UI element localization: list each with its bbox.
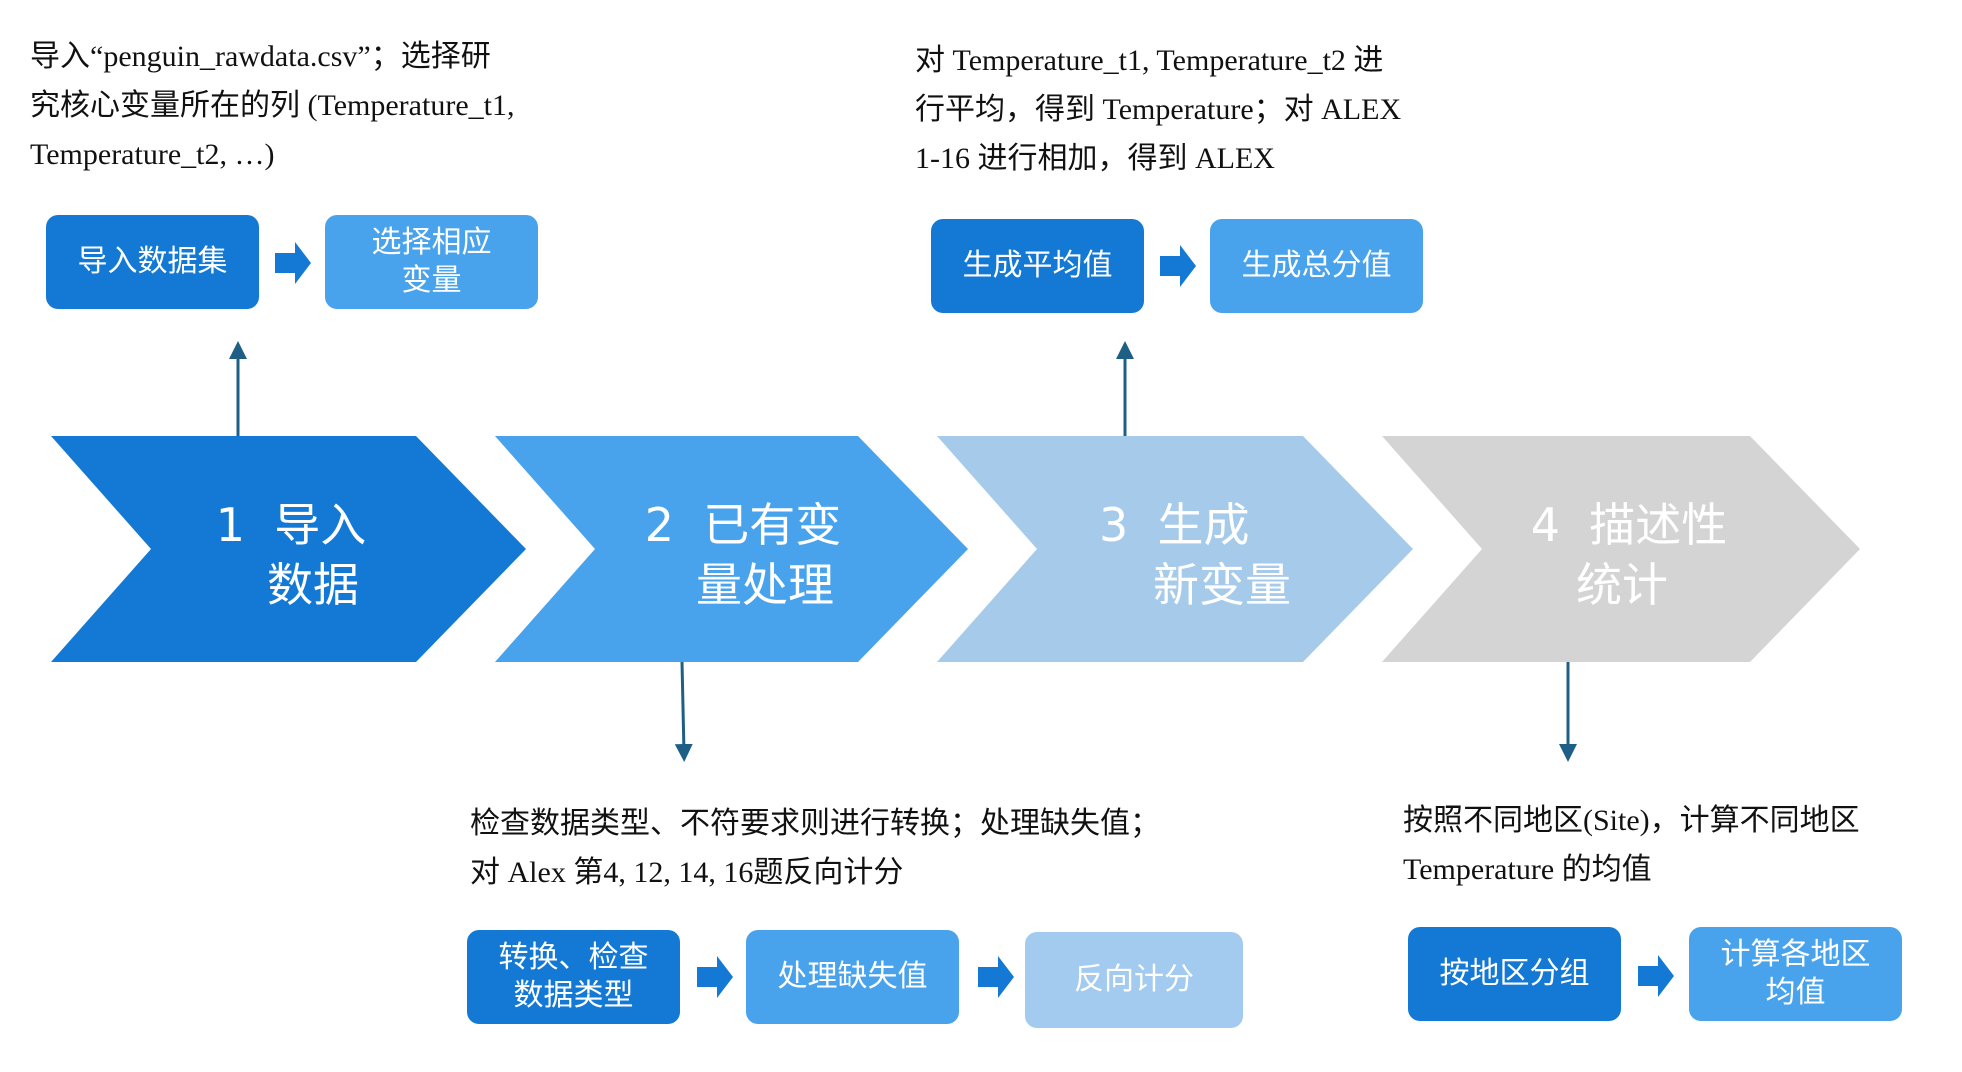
stage-3-step-arrow <box>1160 245 1196 287</box>
stage-2-step-convert-check-types: 转换、检查 数据类型 <box>467 930 680 1024</box>
stage-2-step-arrow-2 <box>978 956 1014 998</box>
step-label: 生成平均值 <box>962 248 1113 283</box>
stage-2-title-line2: 量处理 <box>696 558 834 612</box>
stage-2-title-line1: 已有变 <box>703 498 842 552</box>
step-label: 均值 <box>1765 975 1826 1010</box>
stage-4-step-group-by-site: 按地区分组 <box>1408 927 1621 1021</box>
stage-2-number: 2 <box>644 498 675 552</box>
step-label: 反向计分 <box>1074 962 1194 997</box>
stage-1-title-line2: 数据 <box>267 558 359 612</box>
stage-3-note-line: 1-16 进行相加，得到 ALEX <box>915 142 1275 175</box>
stage-3-title-line2: 新变量 <box>1153 558 1291 612</box>
stage-1-step-arrow <box>275 242 311 284</box>
stage-2-connector-arrow <box>674 661 693 762</box>
stage-4-step-site-means: 计算各地区 均值 <box>1689 927 1902 1021</box>
stage-1-note-line: 导入“penguin_rawdata.csv”；选择研 <box>30 40 491 73</box>
stage-3-chevron <box>937 436 1413 662</box>
stage-2-note: 检查数据类型、不符要求则进行转换；处理缺失值； 对 Alex 第4, 12, 1… <box>470 799 1160 897</box>
stage-2-note-line: 对 Alex 第4, 12, 14, 16题反向计分 <box>470 856 904 889</box>
stage-4-title-line2: 统计 <box>1576 558 1668 612</box>
stage-1-note-line: 究核心变量所在的列 (Temperature_t1, <box>30 89 515 122</box>
step-label: 导入数据集 <box>77 244 228 279</box>
step-label: 生成总分值 <box>1241 248 1392 283</box>
stage-1-note-line: Temperature_t2, …) <box>30 138 275 171</box>
stage-1-chevron <box>51 436 526 662</box>
step-label: 按地区分组 <box>1439 956 1590 991</box>
step-label: 处理缺失值 <box>777 959 928 994</box>
stage-3-note: 对 Temperature_t1, Temperature_t2 进 行平均，得… <box>915 36 1401 183</box>
stage-4-note-line: Temperature 的均值 <box>1403 853 1652 886</box>
stage-4-note-line: 按照不同地区(Site)，计算不同地区 <box>1403 804 1860 837</box>
step-label: 计算各地区 <box>1720 937 1871 972</box>
stage-4-step-arrow <box>1638 955 1674 997</box>
step-label: 转换、检查 <box>498 940 649 975</box>
stage-4-chevron <box>1382 436 1860 662</box>
stage-1-step-select-variables: 选择相应 变量 <box>325 215 538 309</box>
stage-3-label: 3 生成 新变量 <box>1085 495 1315 615</box>
stage-4-title-line1: 描述性 <box>1589 498 1728 552</box>
stage-3-note-line: 行平均，得到 Temperature；对 ALEX <box>915 93 1402 126</box>
stage-3-step-generate-mean: 生成平均值 <box>931 219 1144 313</box>
stage-2-step-arrow-1 <box>697 956 733 998</box>
stage-1-number: 1 <box>215 498 246 552</box>
stage-1-label: 1 导入 数据 <box>196 495 386 615</box>
step-label: 选择相应 <box>371 225 492 260</box>
stage-1-title-line1: 导入 <box>274 498 367 552</box>
stage-4-label: 4 描述性 统计 <box>1514 495 1744 615</box>
stage-1-step-import-dataset: 导入数据集 <box>46 215 259 309</box>
stage-4-note: 按照不同地区(Site)，计算不同地区 Temperature 的均值 <box>1403 796 1860 894</box>
stage-3-note-line: 对 Temperature_t1, Temperature_t2 进 <box>915 44 1384 77</box>
stage-1-note: 导入“penguin_rawdata.csv”；选择研 究核心变量所在的列 (T… <box>30 32 514 179</box>
stage-2-label: 2 已有变 量处理 <box>628 495 858 615</box>
step-label: 数据类型 <box>513 978 634 1013</box>
stage-2-step-reverse-score: 反向计分 <box>1025 932 1243 1028</box>
stage-3-step-generate-total: 生成总分值 <box>1210 219 1423 313</box>
stage-4-number: 4 <box>1530 498 1561 552</box>
step-label: 变量 <box>401 263 462 298</box>
stage-2-step-handle-missing: 处理缺失值 <box>746 930 959 1024</box>
stage-2-note-line: 检查数据类型、不符要求则进行转换；处理缺失值； <box>470 807 1160 840</box>
stage-2-chevron <box>495 436 968 662</box>
stage-3-title-line1: 生成 <box>1157 498 1250 552</box>
stage-3-number: 3 <box>1099 498 1129 552</box>
